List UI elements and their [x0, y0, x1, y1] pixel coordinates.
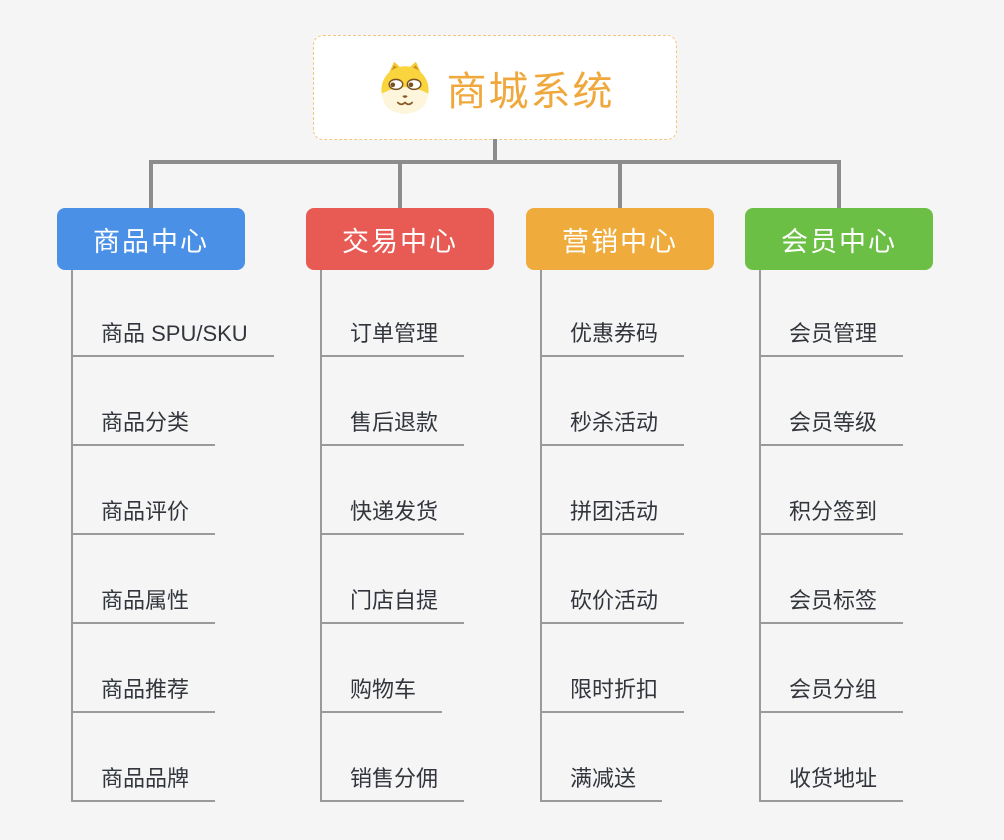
branch-drop-line: [837, 160, 841, 208]
leaf-node[interactable]: 积分签到: [759, 499, 904, 535]
leaf-node[interactable]: 商品属性: [71, 588, 216, 624]
branch-node-0[interactable]: 商品中心: [57, 208, 245, 270]
branch-node-1[interactable]: 交易中心: [306, 208, 494, 270]
leaf-node[interactable]: 购物车: [320, 677, 443, 713]
branch-bus-line: [149, 160, 841, 164]
leaf-node[interactable]: 快递发货: [320, 499, 465, 535]
leaf-node[interactable]: 会员等级: [759, 410, 904, 446]
leaf-spine-line: [320, 270, 322, 800]
leaf-node[interactable]: 拼团活动: [540, 499, 685, 535]
leaf-node[interactable]: 商品推荐: [71, 677, 216, 713]
leaf-node[interactable]: 满减送: [540, 766, 663, 802]
leaf-node[interactable]: 会员标签: [759, 588, 904, 624]
leaf-node[interactable]: 收货地址: [759, 766, 904, 802]
leaf-node[interactable]: 秒杀活动: [540, 410, 685, 446]
leaf-node[interactable]: 限时折扣: [540, 677, 685, 713]
leaf-node[interactable]: 销售分佣: [320, 766, 465, 802]
leaf-node[interactable]: 售后退款: [320, 410, 465, 446]
leaf-node[interactable]: 商品评价: [71, 499, 216, 535]
branch-drop-line: [618, 160, 622, 208]
leaf-node[interactable]: 砍价活动: [540, 588, 685, 624]
leaf-node[interactable]: 订单管理: [320, 321, 465, 357]
leaf-spine-line: [71, 270, 73, 800]
leaf-node[interactable]: 优惠券码: [540, 321, 685, 357]
branch-drop-line: [149, 160, 153, 208]
leaf-node[interactable]: 商品分类: [71, 410, 216, 446]
leaf-spine-line: [759, 270, 761, 800]
root-stem-line: [493, 139, 497, 162]
leaf-node[interactable]: 会员管理: [759, 321, 904, 357]
branch-node-3[interactable]: 会员中心: [745, 208, 933, 270]
leaf-node[interactable]: 门店自提: [320, 588, 465, 624]
branch-node-2[interactable]: 营销中心: [526, 208, 714, 270]
leaf-node[interactable]: 会员分组: [759, 677, 904, 713]
leaf-node[interactable]: 商品品牌: [71, 766, 216, 802]
doge-mascot-icon: [380, 61, 429, 113]
leaf-spine-line: [540, 270, 542, 800]
root-title: 商城系统: [446, 69, 615, 114]
root-node-mall-system[interactable]: 商城系统: [313, 35, 677, 140]
branch-drop-line: [398, 160, 402, 208]
leaf-node[interactable]: 商品 SPU/SKU: [71, 321, 274, 357]
